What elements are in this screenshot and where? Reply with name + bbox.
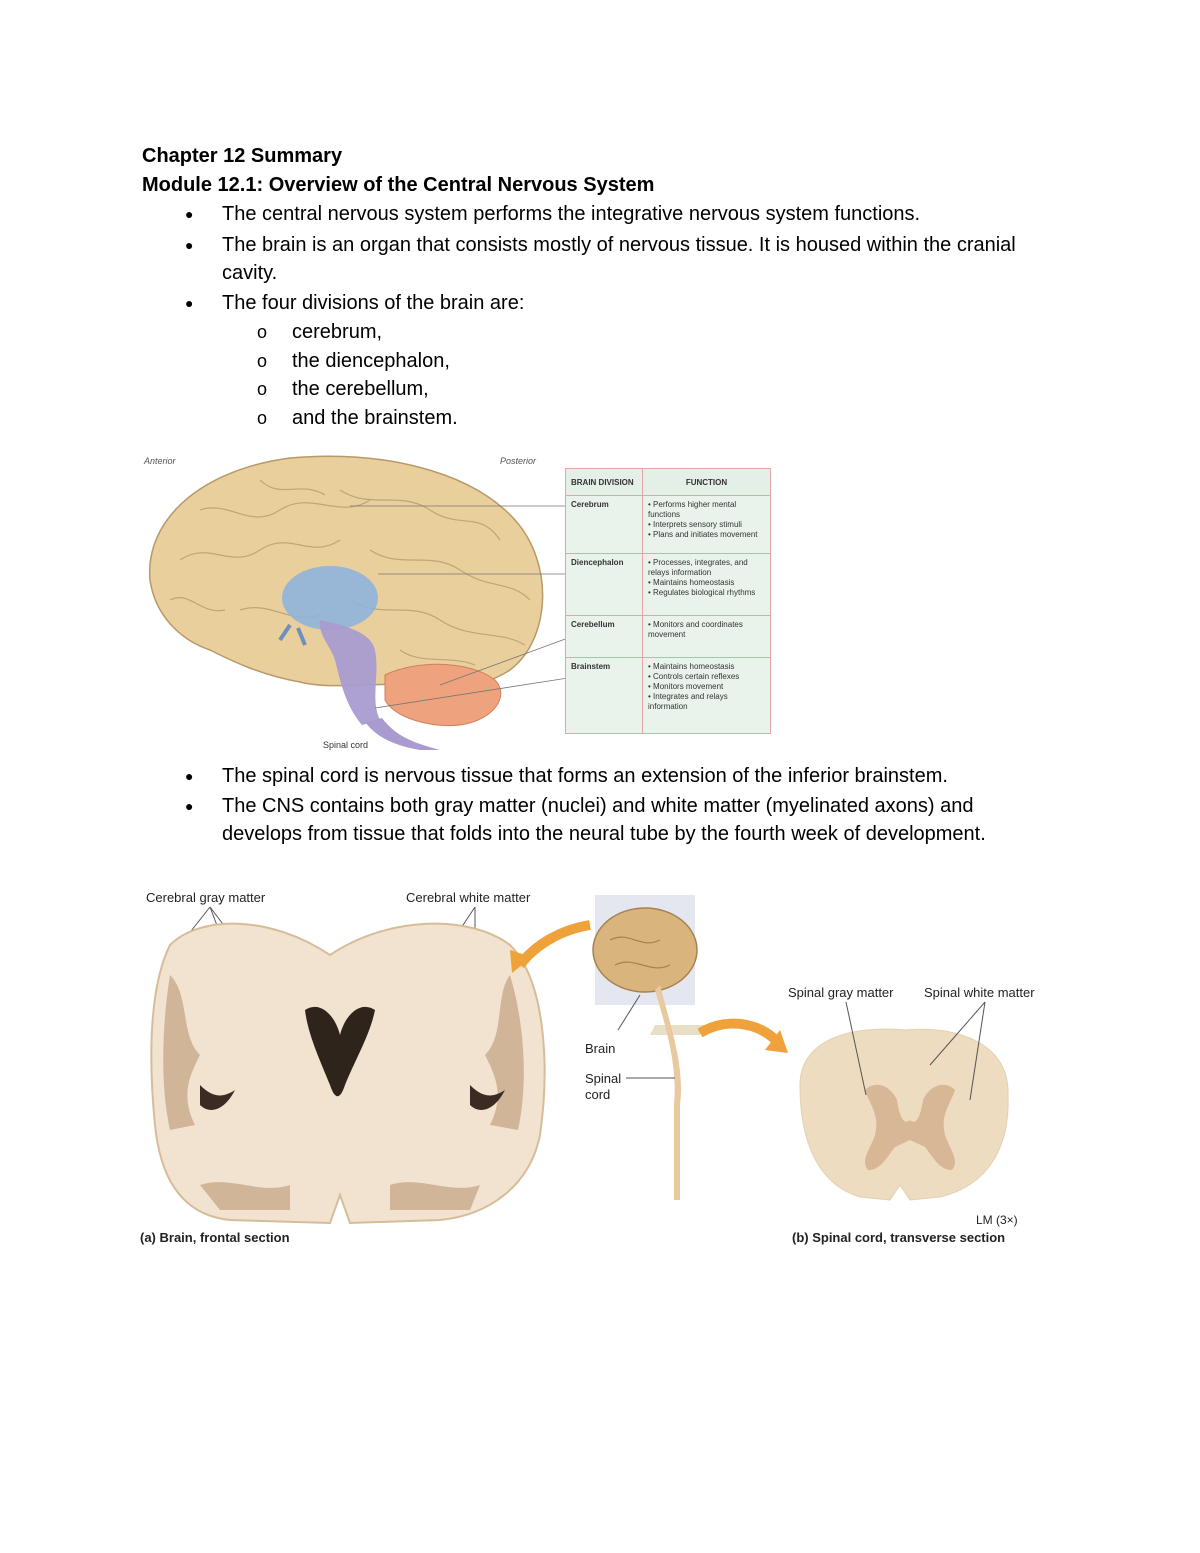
function-item: Regulates biological rhythms (648, 588, 765, 598)
chapter-title: Chapter 12 Summary (142, 145, 343, 167)
function-cell: Processes, integrates, and relays inform… (642, 553, 770, 616)
bullet-brain-organ: The brain is an organ that consists most… (222, 234, 1016, 284)
spinal-cord-label: Spinal cord (323, 740, 368, 750)
function-cell: Maintains homeostasis Controls certain r… (643, 658, 771, 734)
division-item: and the brainstem. (292, 407, 458, 429)
function-cell: Performs higher mental functions Interpr… (642, 495, 770, 554)
division-item: the diencephalon, (292, 350, 450, 372)
sub-bullet-marker: o (257, 408, 268, 428)
division-cell: Diencephalon (566, 553, 643, 616)
table-header-division: BRAIN DIVISION (566, 469, 643, 496)
function-item: Maintains homeostasis (648, 662, 765, 672)
spinal-cord-shape (365, 718, 440, 750)
cerebral-white-matter-label: Cerebral white matter (406, 890, 531, 905)
spinal-white-matter-label: Spinal white matter (924, 985, 1035, 1000)
division-cell: Brainstem (566, 657, 643, 733)
function-cell: Monitors and coordinates movement (642, 615, 770, 658)
sub-bullet-marker: o (257, 379, 268, 399)
small-spinal-cord (655, 985, 681, 1200)
brain-divisions-figure: Anterior Posterior Spinal cord (143, 455, 569, 750)
table-row: Cerebrum Performs higher mental function… (566, 495, 770, 554)
function-item: Interprets sensory stimuli (648, 520, 765, 530)
table-row: Brainstem Maintains homeostasis Controls… (566, 657, 771, 734)
sub-bullet-marker: o (257, 322, 268, 342)
bullet-gray-white-matter: The CNS contains both gray matter (nucle… (222, 795, 986, 845)
sulci-shadows (200, 1085, 505, 1110)
lateral-ventricles (305, 1006, 375, 1097)
pituitary-shape (278, 623, 307, 646)
bullet-marker: ● (185, 295, 194, 311)
brain-leader-line (617, 994, 641, 1031)
table-header-function: FUNCTION (642, 469, 770, 496)
magnification-label: LM (3×) (976, 1213, 1018, 1227)
division-cell: Cerebellum (566, 615, 643, 658)
brain-label: Brain (585, 1041, 615, 1056)
arrow-right-icon (697, 1018, 784, 1049)
caption-spinal-cord-transverse: (b) Spinal cord, transverse section (792, 1230, 1005, 1245)
gray-matter-folds (163, 975, 524, 1210)
bullet-marker: ● (185, 237, 194, 253)
small-brain-gyri (609, 936, 671, 969)
sub-bullet-marker: o (257, 351, 268, 371)
arrow-head (765, 1030, 788, 1053)
bullet-cns-functions: The central nervous system performs the … (222, 203, 921, 225)
spinal-gray-matter-label: Spinal gray matter (788, 985, 894, 1000)
function-item: Processes, integrates, and relays inform… (648, 558, 765, 578)
function-item: Monitors movement (648, 682, 765, 692)
cord-section-plane (650, 1025, 705, 1035)
table-row: Cerebellum Monitors and coordinates move… (566, 615, 770, 658)
spinal-cord-label-line1: Spinal (585, 1071, 621, 1086)
bullet-marker: ● (185, 798, 194, 814)
brainstem-shape (319, 620, 380, 725)
function-item: Performs higher mental functions (648, 500, 765, 520)
caption-brain-frontal: (a) Brain, frontal section (140, 1230, 290, 1245)
module-title: Module 12.1: Overview of the Central Ner… (142, 174, 655, 196)
small-brain-illustration (592, 907, 698, 993)
anterior-label: Anterior (143, 456, 177, 466)
function-item: Integrates and relays information (648, 692, 765, 712)
gyri-lines (169, 479, 531, 666)
spinal-gray-matter-shape (865, 1084, 955, 1170)
division-cell: Cerebrum (566, 495, 643, 554)
table-row: Diencephalon Processes, integrates, and … (566, 553, 770, 616)
leader-lines (350, 505, 569, 709)
diencephalon-shape (282, 566, 378, 630)
arrow-head (510, 950, 532, 973)
division-item: cerebrum, (292, 321, 383, 343)
bullet-marker: ● (185, 768, 194, 784)
bullet-spinal-cord: The spinal cord is nervous tissue that f… (222, 765, 948, 787)
spinal-cord-label-line2: cord (585, 1087, 610, 1102)
spinal-leader-lines (845, 1001, 986, 1101)
cerebellum-shape (384, 663, 502, 727)
bullet-four-divisions: The four divisions of the brain are: (222, 292, 525, 314)
function-item: Maintains homeostasis (648, 578, 765, 588)
spinal-cord-transverse-section (799, 1028, 1009, 1201)
bullet-marker: ● (185, 206, 194, 222)
cerebral-gray-matter-label: Cerebral gray matter (146, 890, 266, 905)
function-item: Controls certain reflexes (648, 672, 765, 682)
function-item: Plans and initiates movement (648, 530, 765, 540)
gray-white-matter-figure: Cerebral gray matter Cerebral white matt… (140, 890, 1035, 1245)
brain-division-table: BRAIN DIVISION FUNCTION Cerebrum Perform… (565, 468, 771, 734)
posterior-label: Posterior (500, 456, 537, 466)
division-item: the cerebellum, (292, 378, 429, 400)
function-item: Monitors and coordinates movement (648, 620, 765, 640)
arrow-left-icon (516, 920, 591, 969)
